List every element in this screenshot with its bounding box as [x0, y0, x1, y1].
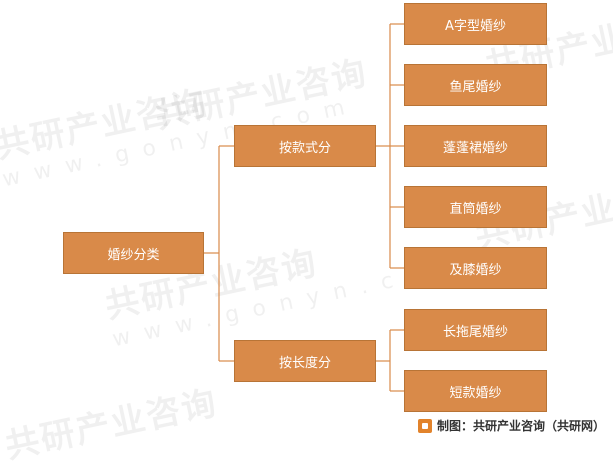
leaf-node-knee-length: 及膝婚纱: [404, 247, 547, 289]
branch-node-style: 按款式分: [234, 125, 376, 167]
source-footer: 制图：共研产业咨询（共研网）: [417, 417, 605, 434]
leaf-node-mermaid: 鱼尾婚纱: [404, 64, 547, 106]
connector-lines: [204, 23, 404, 392]
leaf-node-sheath: 直筒婚纱: [404, 186, 547, 228]
leaf-node-short: 短款婚纱: [404, 370, 547, 412]
source-text: 制图：共研产业咨询（共研网）: [436, 419, 605, 433]
leaf-node-a-line: A字型婚纱: [404, 3, 547, 45]
leaf-node-long-train: 长拖尾婚纱: [404, 309, 547, 351]
leaf-node-ball-gown: 蓬蓬裙婚纱: [404, 125, 547, 167]
brand-logo-icon: [417, 418, 432, 433]
branch-node-length: 按长度分: [234, 340, 376, 382]
root-node: 婚纱分类: [63, 232, 204, 274]
